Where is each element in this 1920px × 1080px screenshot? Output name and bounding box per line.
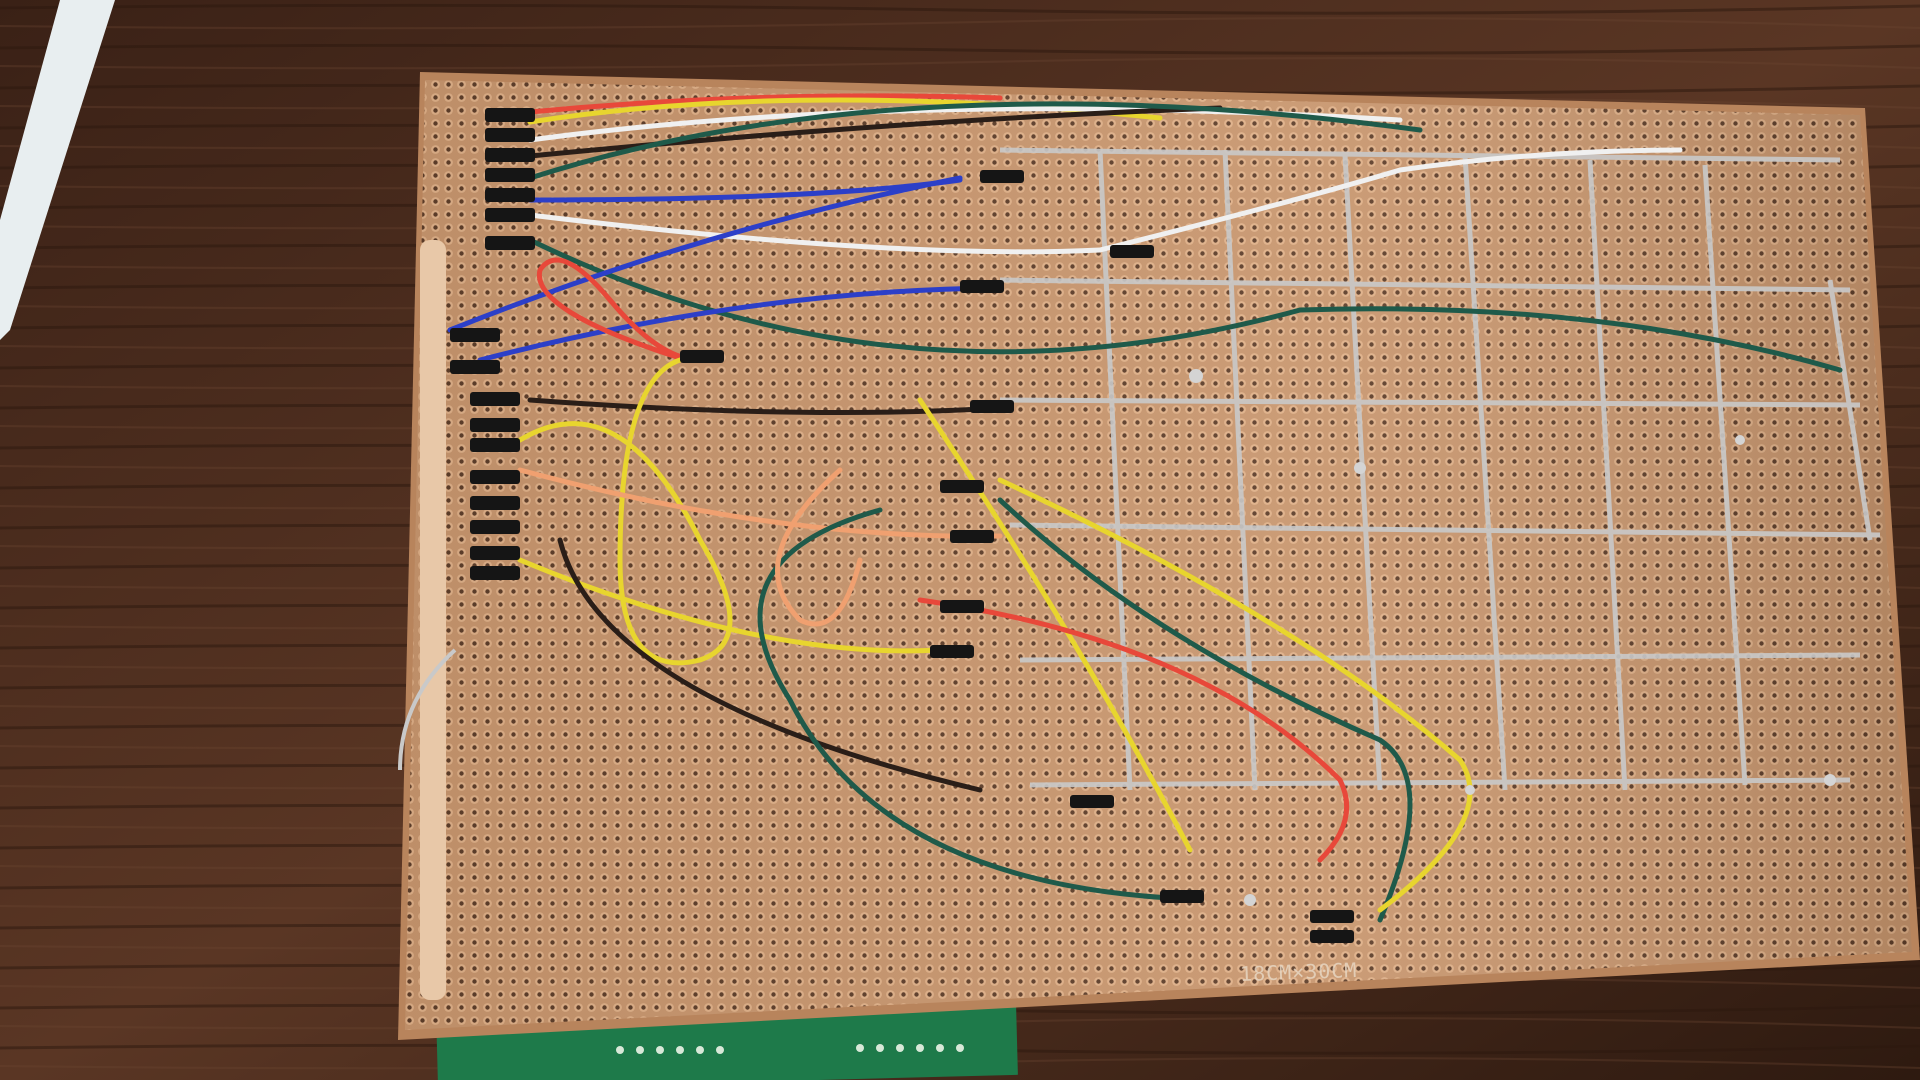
- solder-joints: [1189, 369, 1836, 906]
- solder-wire-grid: [999, 147, 1881, 791]
- edge-pads: [420, 240, 446, 1000]
- loose-wire-loop: [398, 648, 457, 771]
- white-object-edge: [0, 0, 115, 340]
- board-size-label: 18CM×30CM: [1239, 957, 1358, 987]
- jumper-wires: [447, 93, 1843, 923]
- pin-header-connectors: [450, 108, 1354, 943]
